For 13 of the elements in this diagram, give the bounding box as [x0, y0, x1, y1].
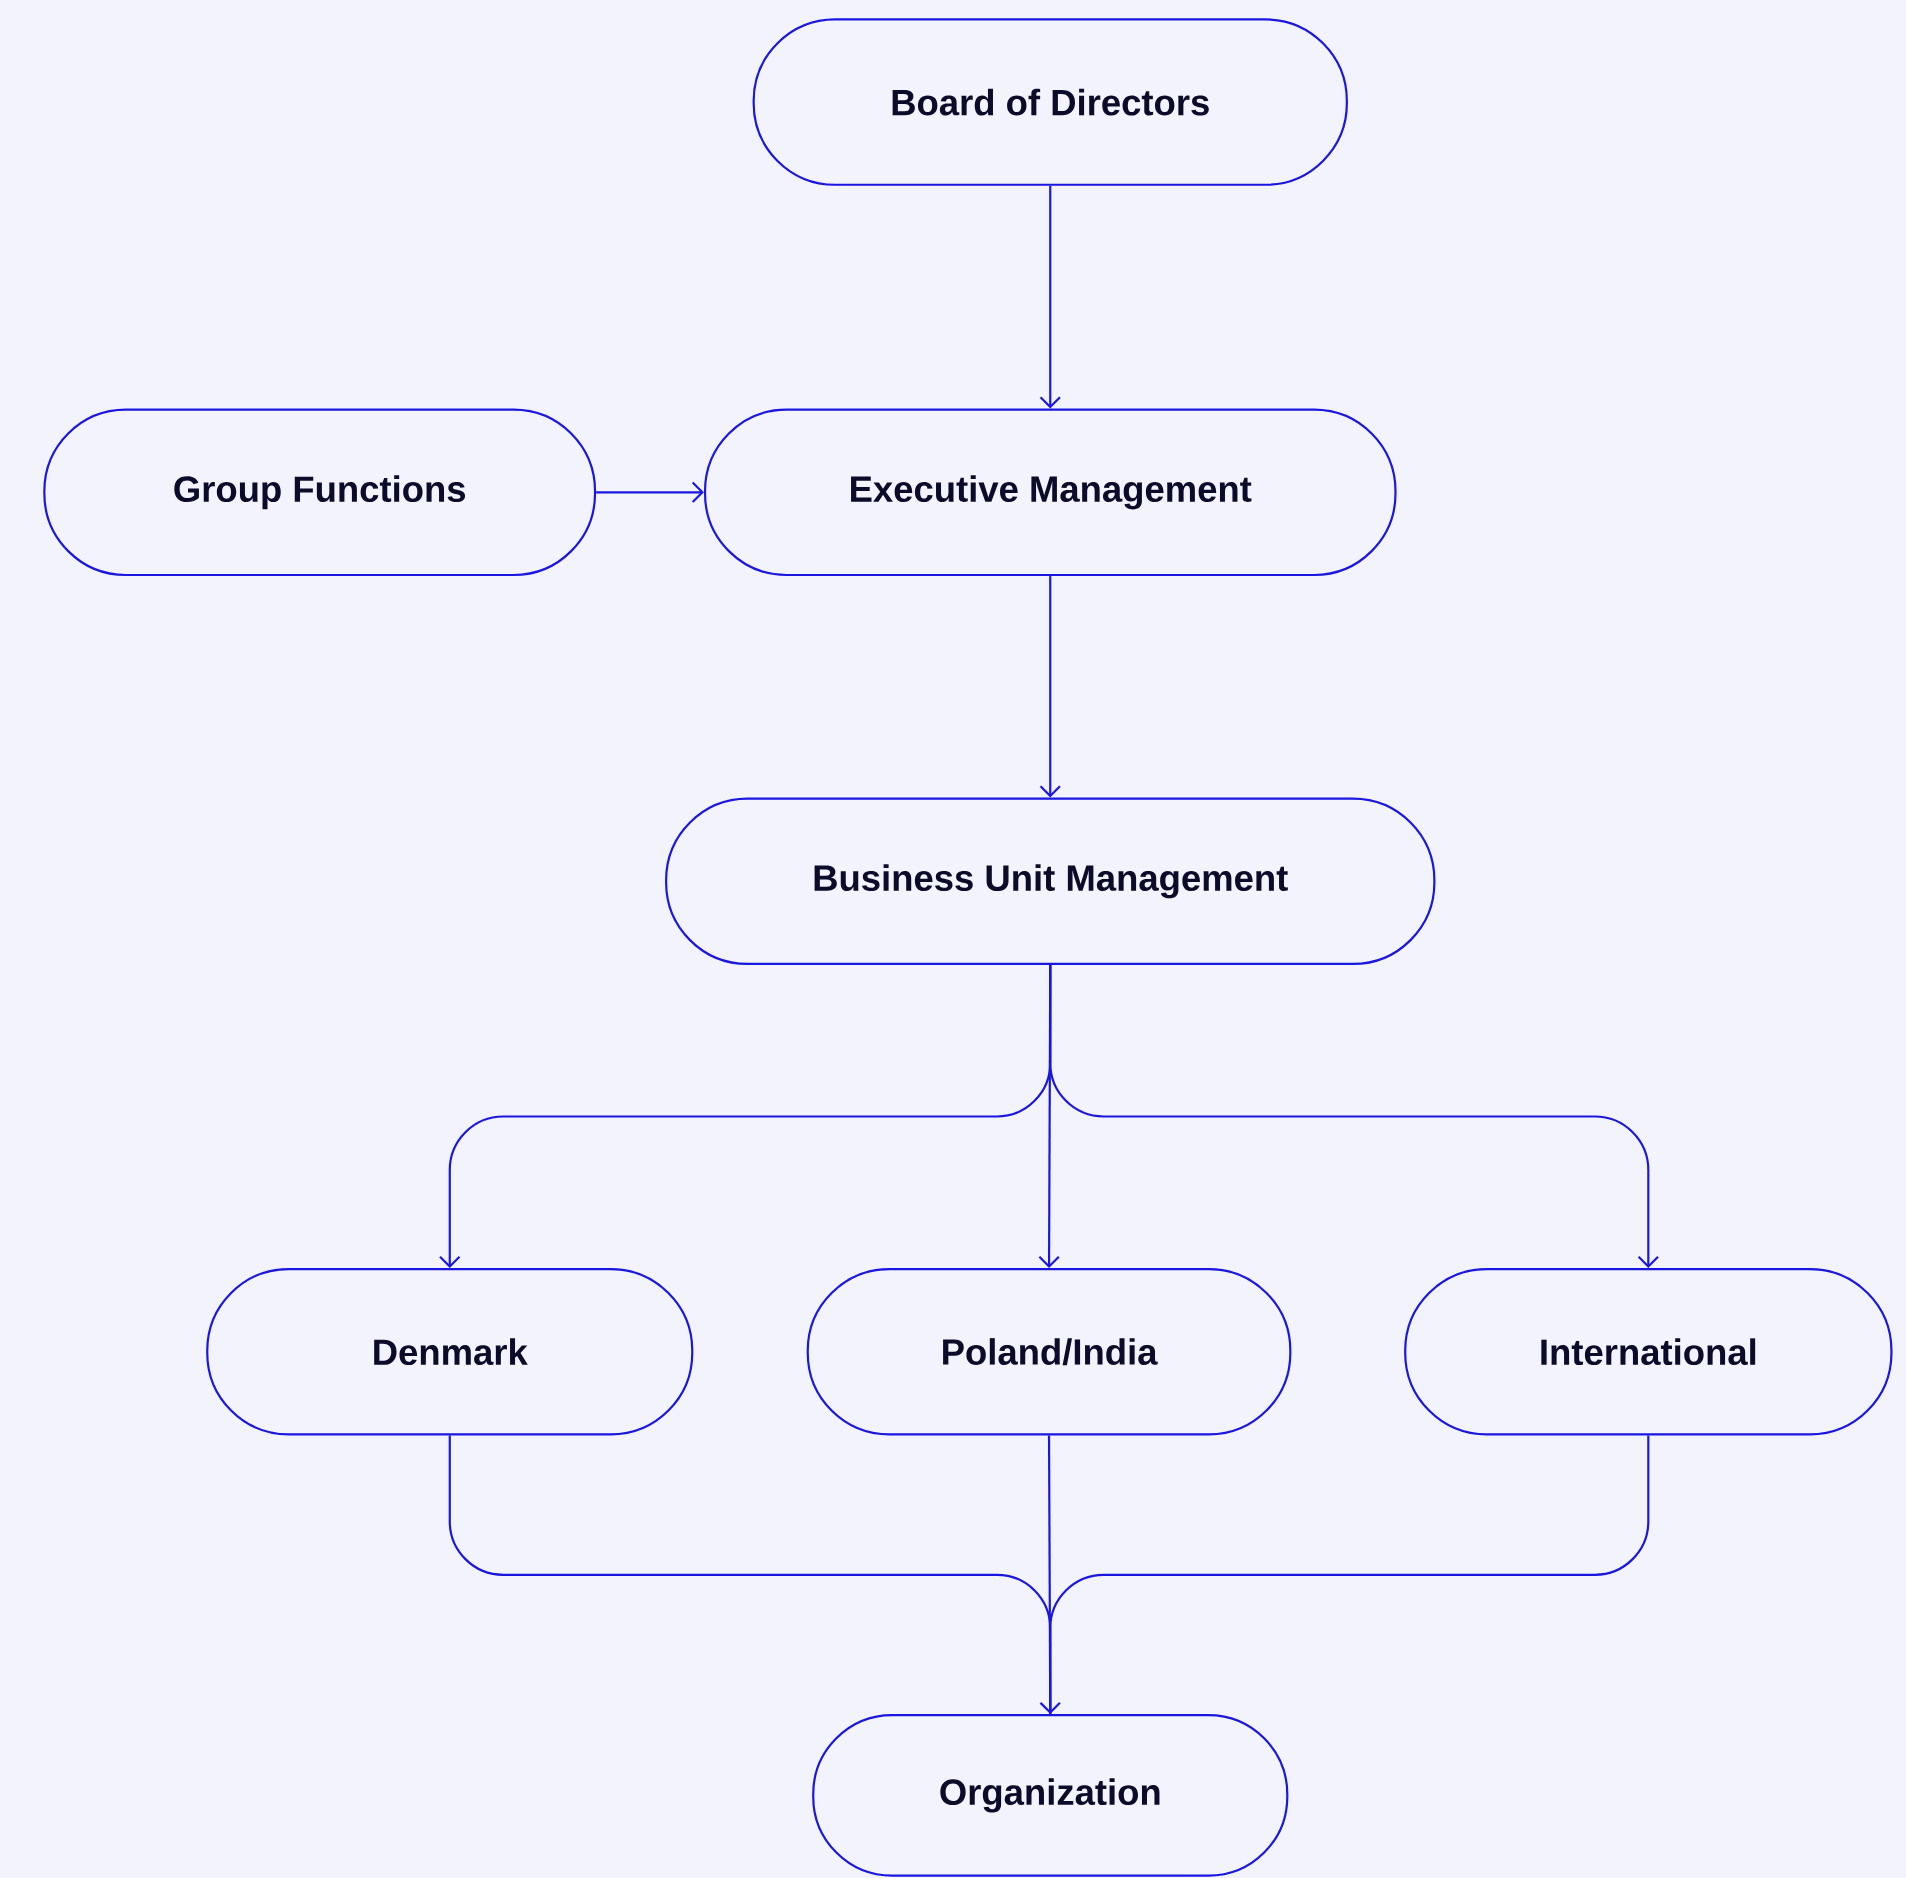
connector-arrow	[1049, 965, 1659, 1268]
rounded-box: Business Unit Management	[665, 797, 1436, 966]
rounded-box: International	[1404, 1267, 1893, 1436]
rounded-box: Poland/India	[806, 1267, 1292, 1436]
connector-arrow	[596, 481, 704, 503]
connector-arrow	[1039, 576, 1061, 798]
rounded-box: Denmark	[206, 1267, 694, 1436]
rounded-box: Organization	[812, 1714, 1289, 1877]
rounded-box: Group Functions	[43, 408, 597, 577]
connector-arrow	[1039, 1435, 1061, 1715]
connector-arrow	[1039, 185, 1061, 409]
rounded-box: Board of Directors	[752, 18, 1348, 186]
rounded-box: Executive Management	[703, 408, 1397, 577]
